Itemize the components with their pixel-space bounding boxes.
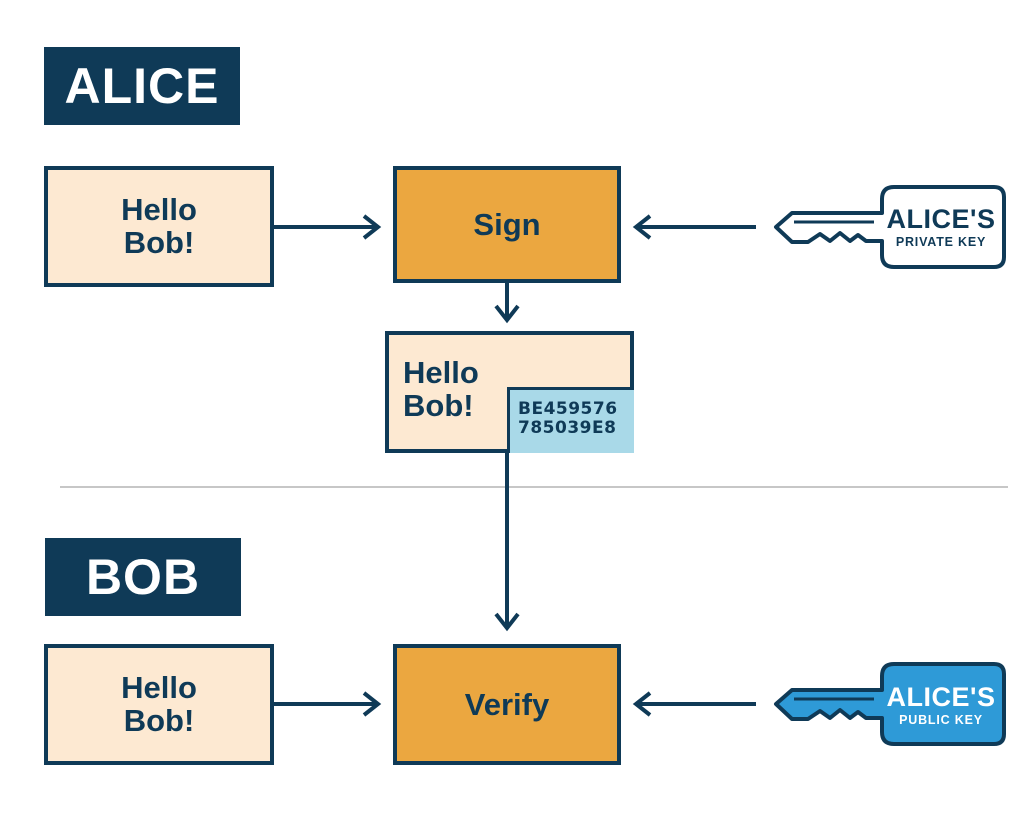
arrow-private-key-to-sign: [632, 214, 756, 240]
public-key-owner: ALICE'S: [886, 682, 996, 712]
signed-message-text: Hello Bob!: [403, 355, 479, 423]
sign-box: Sign: [393, 166, 621, 283]
verify-label: Verify: [464, 686, 550, 722]
private-key-label: ALICE'S PRIVATE KEY: [886, 206, 996, 249]
alice-message-line-2: Bob!: [123, 224, 195, 260]
bob-message-line-1: Hello: [121, 669, 197, 705]
arrow-message-to-verify: [274, 691, 382, 717]
sign-label: Sign: [473, 206, 541, 242]
signature-box: BE459576 785039E8: [507, 387, 634, 453]
bob-heading: BOB: [45, 538, 241, 616]
private-key-type: PRIVATE KEY: [895, 235, 987, 249]
private-key-owner: ALICE'S: [886, 204, 996, 234]
public-key-type: PUBLIC KEY: [899, 713, 983, 727]
signature-line-1: BE459576: [518, 399, 618, 419]
signature-line-2: 785039E8: [518, 418, 617, 439]
bob-message-box: Hello Bob!: [44, 644, 274, 765]
section-divider: [60, 486, 1008, 488]
alice-heading: ALICE: [44, 47, 240, 125]
alice-message-box: Hello Bob!: [44, 166, 274, 287]
public-key-label: ALICE'S PUBLIC KEY: [886, 684, 996, 727]
bob-message-line-2: Bob!: [123, 702, 195, 738]
arrow-public-key-to-verify: [632, 691, 756, 717]
signed-message-line-1: Hello: [403, 355, 479, 390]
alice-message-line-1: Hello: [121, 191, 197, 227]
signed-message-line-2: Bob!: [403, 387, 474, 423]
verify-box: Verify: [393, 644, 621, 765]
signed-message-box: Hello Bob! BE459576 785039E8: [385, 331, 634, 453]
arrow-message-to-sign: [274, 214, 382, 240]
arrow-sign-to-signed: [494, 283, 520, 324]
arrow-signature-to-verify: [494, 453, 520, 632]
